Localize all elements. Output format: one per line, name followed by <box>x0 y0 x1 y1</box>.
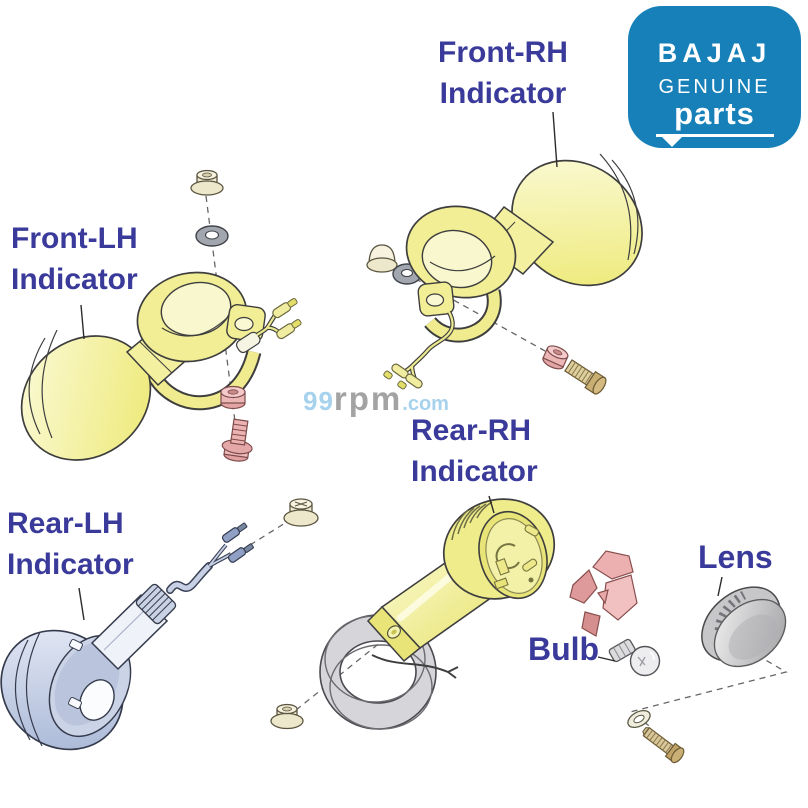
wire-connectors <box>383 310 455 390</box>
logo-parts-text: parts <box>674 96 755 131</box>
spacer-icon <box>542 345 569 370</box>
watermark-rpm: rpm <box>333 380 403 417</box>
indicator-housing <box>442 498 556 600</box>
rear-rh-indicator-drawing <box>270 498 556 730</box>
watermark-99: 99 <box>303 386 334 416</box>
bulb-lens-screw-drawing <box>569 550 788 764</box>
screw-icon <box>642 726 685 764</box>
front-rh-indicator-drawing <box>366 153 643 395</box>
lens-icon <box>701 586 787 668</box>
label-bulb: Bulb <box>528 631 600 667</box>
spacer-icon <box>220 385 246 410</box>
wire-connectors <box>235 298 302 354</box>
label-rear-rh-indicator: Rear-RH Indicator <box>411 414 538 488</box>
logo-underline <box>655 134 774 147</box>
wire <box>371 654 459 679</box>
logo-genuine-text: GENUINE <box>658 76 771 98</box>
front-lh-indicator-drawing <box>20 169 302 462</box>
wire-connectors <box>166 522 254 594</box>
washer-icon <box>627 709 651 729</box>
label-rear-lh-indicator: Rear-LH Indicator <box>7 507 134 581</box>
bulb-icon <box>608 638 661 677</box>
explode-axis-dashed-line <box>249 519 291 546</box>
acorn-nut-icon <box>366 244 398 273</box>
broken-lens-icon <box>569 550 638 637</box>
flange-nut-icon <box>283 498 319 527</box>
clamp-ring <box>136 271 266 363</box>
label-front-rh-indicator: Front-RH Indicator <box>438 36 568 110</box>
rear-lh-indicator-drawing <box>0 498 319 751</box>
flange-nut-icon <box>190 169 224 196</box>
flange-nut-icon <box>270 703 304 730</box>
logo-arrow-icon <box>661 137 682 147</box>
washer-icon <box>195 225 229 247</box>
bajaj-genuine-parts-logo: BAJAJ GENUINE parts <box>628 6 801 148</box>
label-front-lh-indicator: Front-LH Indicator <box>11 222 138 296</box>
bolt-icon <box>221 418 253 462</box>
label-lens: Lens <box>698 539 773 575</box>
label-leader-lines <box>78 111 723 662</box>
bolt-icon <box>564 359 607 395</box>
indicator-stem <box>90 583 177 671</box>
indicator-dome <box>511 153 643 287</box>
logo-brand-text: BAJAJ <box>657 38 772 68</box>
watermark-com: .com <box>402 393 449 415</box>
clamp-ring <box>405 205 517 317</box>
